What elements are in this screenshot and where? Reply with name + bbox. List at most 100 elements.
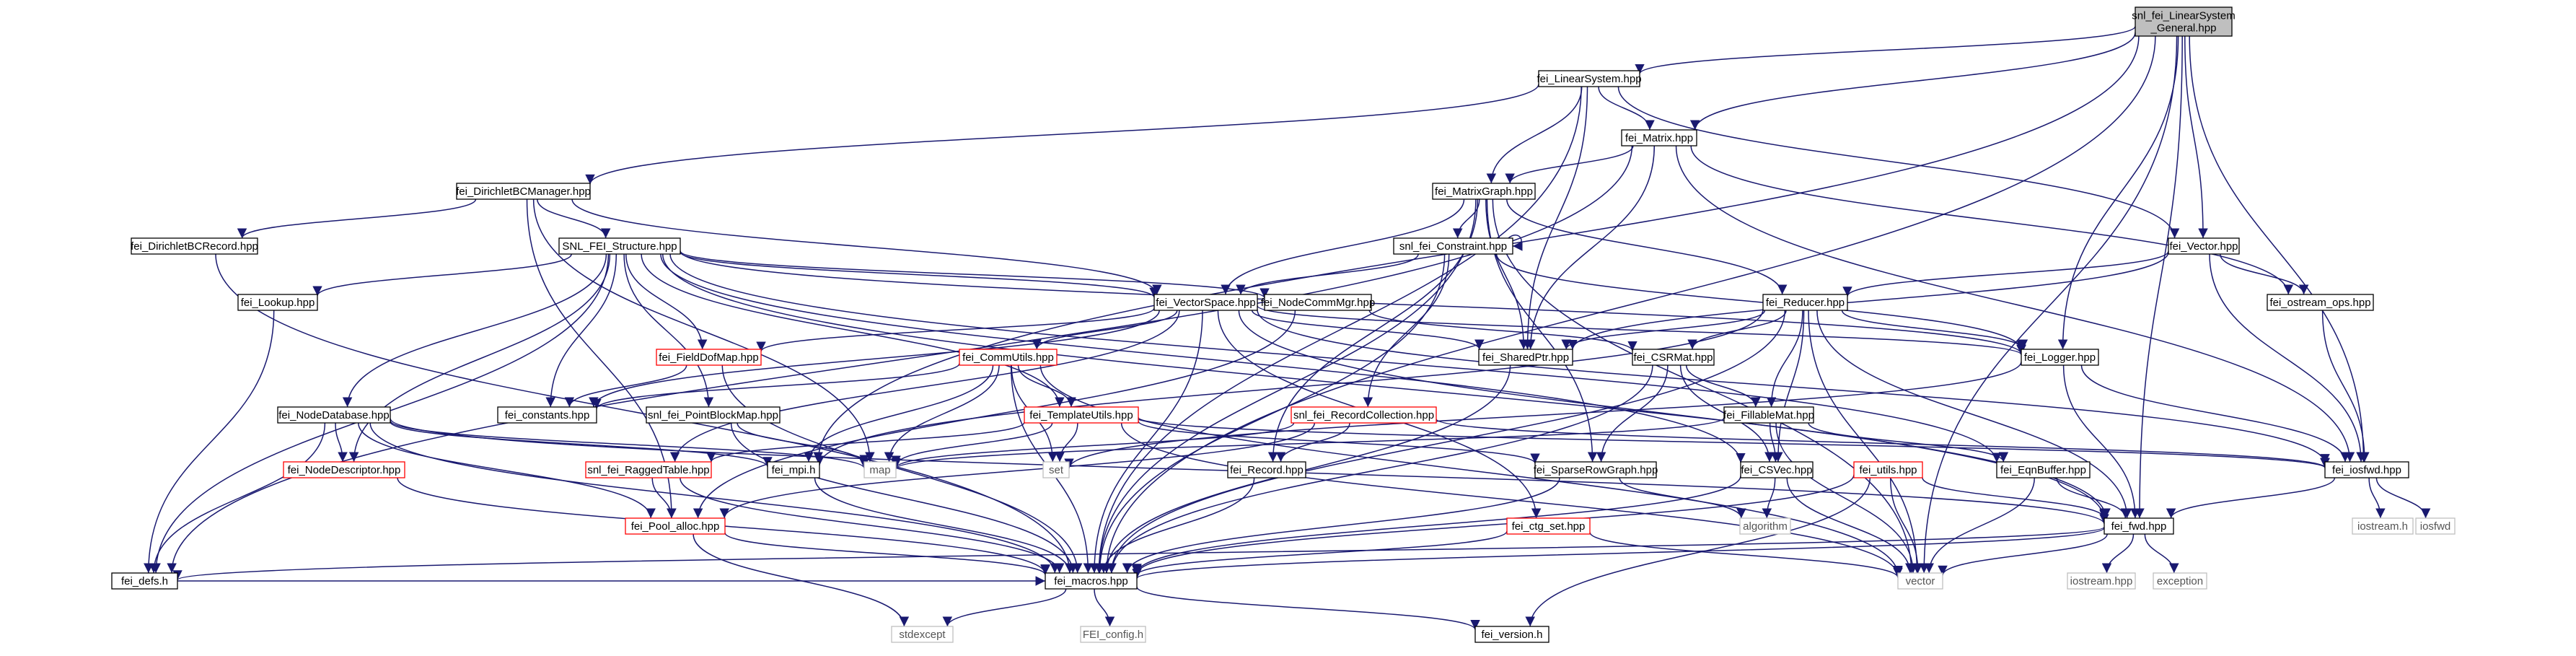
node-exception[interactable]: exception: [2153, 572, 2207, 590]
node-dirichletbcrecord[interactable]: fei_DirichletBCRecord.hpp: [131, 237, 258, 255]
node-constraint[interactable]: snl_fei_Constraint.hpp: [1393, 237, 1513, 255]
node-label: fei_VectorSpace.hpp: [1156, 297, 1255, 309]
node-fielddofmap[interactable]: fei_FieldDofMap.hpp: [656, 349, 762, 366]
node-iostream-h[interactable]: iostream.h: [2352, 517, 2414, 535]
edge-commutils-to-map: [884, 364, 1000, 463]
node-label: map: [869, 464, 890, 476]
node-utils[interactable]: fei_utils.hpp: [1853, 461, 1923, 478]
edge-nodecommmgr-to-csrmat: [1368, 310, 1638, 351]
node-ostream-ops[interactable]: fei_ostream_ops.hpp: [2267, 294, 2374, 311]
node-box: [1538, 70, 1640, 87]
edge-matrix-to-sharedptr: [1525, 145, 1656, 350]
node-label: fei_Lookup.hpp: [241, 297, 315, 309]
edge-snl-fei-structure-to-vectorspace: [680, 251, 1159, 298]
edge-matrixgraph-to-constraint: [1452, 198, 1480, 239]
node-label: fei_SharedPtr.hpp: [1482, 351, 1569, 364]
node-matrixgraph[interactable]: fei_MatrixGraph.hpp: [1432, 183, 1536, 200]
node-commutils[interactable]: fei_CommUtils.hpp: [959, 349, 1058, 366]
node-matrix[interactable]: fei_Matrix.hpp: [1621, 129, 1697, 146]
edge-linearsystem-to-vector: [1617, 86, 2180, 239]
node-logger[interactable]: fei_Logger.hpp: [2021, 349, 2099, 366]
node-snl-fei-structure[interactable]: SNL_FEI_Structure.hpp: [558, 237, 681, 255]
node-dirichletbcmanager[interactable]: fei_DirichletBCManager.hpp: [456, 183, 591, 200]
node-raggedtable[interactable]: snl_fei_RaggedTable.hpp: [585, 461, 712, 478]
node-sparserowgraph[interactable]: fei_SparseRowGraph.hpp: [1534, 461, 1658, 478]
node-pointblockmap[interactable]: snl_fei_PointBlockMap.hpp: [646, 406, 781, 424]
node-label: fei_FieldDofMap.hpp: [659, 351, 758, 364]
edge-reducer-to-vector: [1808, 310, 1922, 574]
edge-commutils-to-vector: [1039, 364, 1903, 576]
node-set[interactable]: set: [1042, 461, 1070, 478]
node-box: [1723, 406, 1814, 424]
node-lookup[interactable]: fei_Lookup.hpp: [237, 294, 318, 311]
edge-snl-fei-structure-to-nodecommmgr: [680, 250, 1270, 299]
node-csvec[interactable]: fei_CSVec.hpp: [1740, 461, 1814, 478]
node-box: [1739, 517, 1791, 535]
edge-utils-to-fwd: [1922, 477, 2109, 519]
edge-csvec-to-macros: [1132, 476, 1741, 574]
node-label: set: [1049, 464, 1064, 476]
node-recordcollection[interactable]: snl_fei_RecordCollection.hpp: [1291, 406, 1437, 424]
node-eqnbuffer[interactable]: fei_EqnBuffer.hpp: [1996, 461, 2091, 478]
edge-root-to-vector: [2184, 35, 2208, 239]
node-box: [1621, 129, 1697, 146]
edge-root-to-logger: [2057, 35, 2179, 350]
node-iosfwd-hpp[interactable]: fei_iosfwd.hpp: [2324, 461, 2409, 478]
node-nodedatabase[interactable]: fei_NodeDatabase.hpp: [277, 406, 391, 424]
node-defs[interactable]: fei_defs.h: [111, 572, 178, 590]
node-iosfwd[interactable]: iosfwd: [2415, 517, 2456, 535]
edge-recordcollection-to-record: [1275, 422, 1350, 463]
node-fillablemat[interactable]: fei_FillableMat.hpp: [1723, 406, 1814, 424]
node-vector[interactable]: vector: [1897, 572, 1943, 590]
node-box: [625, 517, 726, 535]
edge-fielddofmap-to-constants: [564, 364, 687, 408]
edge-snl-fei-structure-to-csvec: [660, 253, 1746, 463]
node-stdexcept[interactable]: stdexcept: [891, 626, 954, 643]
edge-csrmat-to-sparserowgraph: [1596, 364, 1669, 463]
node-box: [2153, 572, 2207, 590]
node-fwd[interactable]: fei_fwd.hpp: [2104, 517, 2174, 535]
edge-sharedptr-to-macros: [1102, 364, 1511, 574]
edge-utils-to-vector: [1889, 477, 1923, 574]
edges-layer: [144, 26, 2431, 630]
edge-vectorspace-to-logger: [1257, 305, 2026, 356]
node-templateutils[interactable]: fei_TemplateUtils.hpp: [1024, 406, 1139, 424]
edge-dirichletbcrecord-to-macros: [215, 253, 1075, 574]
node-map[interactable]: map: [863, 461, 897, 478]
node-algorithm[interactable]: algorithm: [1739, 517, 1791, 535]
node-box: [456, 183, 591, 200]
edge-ctg-set-to-vector: [1589, 532, 1903, 578]
edge-vector-to-sharedptr: [1568, 251, 2169, 350]
node-nodecommmgr[interactable]: fei_NodeCommMgr.hpp: [1261, 294, 1375, 311]
node-reducer[interactable]: fei_Reducer.hpp: [1762, 294, 1848, 311]
node-box: [1045, 572, 1138, 590]
node-label: stdexcept: [899, 629, 946, 641]
node-mpi[interactable]: fei_mpi.h: [767, 461, 820, 478]
edge-templateutils-to-set: [1055, 422, 1078, 463]
edge-fwd-to-iostream-hpp: [2101, 533, 2135, 574]
node-label: fei_CSRMat.hpp: [1633, 351, 1713, 364]
node-fei-config[interactable]: FEI_config.h: [1080, 626, 1146, 643]
node-constants[interactable]: fei_constants.hpp: [497, 406, 597, 424]
edge-snl-fei-structure-to-eqnbuffer: [669, 253, 2002, 463]
node-root[interactable]: snl_fei_LinearSystem_General.hpp: [2132, 6, 2236, 37]
node-label: fei_SparseRowGraph.hpp: [1534, 464, 1658, 476]
node-version[interactable]: fei_version.h: [1474, 626, 1549, 643]
node-vectorspace[interactable]: fei_VectorSpace.hpp: [1153, 294, 1258, 311]
node-nodedescriptor[interactable]: fei_NodeDescriptor.hpp: [283, 461, 405, 478]
node-record[interactable]: fei_Record.hpp: [1227, 461, 1306, 478]
node-macros[interactable]: fei_macros.hpp: [1045, 572, 1138, 590]
node-sharedptr[interactable]: fei_SharedPtr.hpp: [1478, 349, 1573, 366]
node-iostream-hpp[interactable]: iostream.hpp: [2067, 572, 2136, 590]
node-box: [656, 349, 762, 366]
node-ctg-set[interactable]: fei_ctg_set.hpp: [1506, 517, 1591, 535]
node-linearsystem[interactable]: fei_LinearSystem.hpp: [1537, 70, 1642, 87]
node-pool-alloc[interactable]: fei_Pool_alloc.hpp: [625, 517, 726, 535]
node-vector[interactable]: fei_Vector.hpp: [2168, 237, 2240, 255]
edge-nodedatabase-to-macros: [369, 422, 1060, 574]
node-label: fei_FillableMat.hpp: [1723, 409, 1814, 421]
node-box: [1432, 183, 1536, 200]
node-csrmat[interactable]: fei_CSRMat.hpp: [1632, 349, 1715, 366]
edge-fillablemat-to-vector: [1775, 422, 1918, 574]
